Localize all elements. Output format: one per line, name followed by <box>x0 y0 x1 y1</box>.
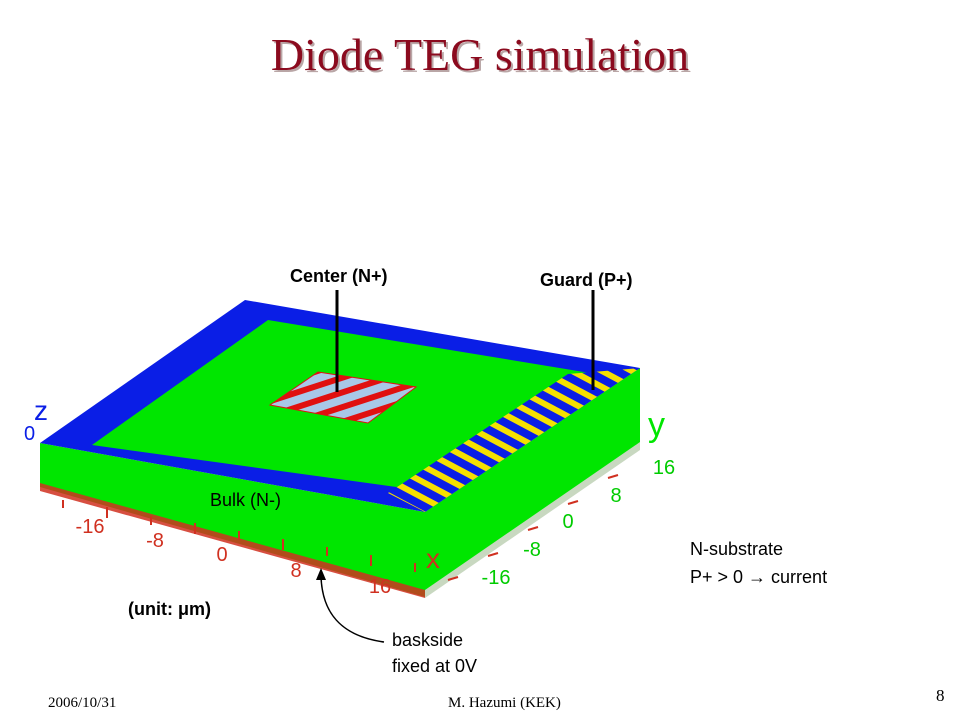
center-pad <box>268 371 418 424</box>
footer-date: 2006/10/31 <box>48 695 117 711</box>
y-tick-label: -8 <box>523 539 541 561</box>
note-line1: N-substrate <box>690 539 784 559</box>
backside-pointer-arrow <box>320 575 385 643</box>
backside-label-line1: baskside <box>392 630 464 650</box>
center-label: Center (N+) <box>290 266 388 286</box>
x-tick-label: 16 <box>369 576 391 598</box>
guard-label: Guard (P+) <box>540 270 633 290</box>
backside-label-line2: fixed at 0V <box>392 656 478 676</box>
slide-title: Diode TEG simulation <box>270 29 690 80</box>
x-tick-label: -8 <box>146 530 164 552</box>
bulk-front-face <box>40 443 425 597</box>
guard-striped-strip <box>388 368 640 512</box>
backside-edge <box>40 483 425 598</box>
z-axis-tick-0: 0 <box>24 423 35 445</box>
footer-author: M. Hazumi (KEK) <box>448 695 561 711</box>
x-tick-label: 0 <box>216 544 227 566</box>
note-line2: P+ > 0 → current <box>690 567 828 587</box>
bulk-label: Bulk (N-) <box>210 490 281 510</box>
x-axis-ticks <box>62 500 416 572</box>
y-axis-ticks <box>447 474 619 581</box>
backside-arrow-head <box>316 568 326 580</box>
y-tick-label: 0 <box>562 511 573 533</box>
backside-edge-right <box>425 442 640 598</box>
y-tick-label: -16 <box>482 567 511 589</box>
x-tick-label: -16 <box>76 516 105 538</box>
y-tick-label: 16 <box>653 457 675 479</box>
z-axis-name: z <box>34 395 48 426</box>
bulk-side-face <box>425 368 640 597</box>
y-axis-name: y <box>648 406 665 444</box>
x-axis-name: x <box>426 543 440 574</box>
x-tick-label: 8 <box>290 560 301 582</box>
y-tick-label: 8 <box>610 485 621 507</box>
unit-label: (unit: μm) <box>128 599 211 619</box>
page-number: 8 <box>936 686 945 705</box>
